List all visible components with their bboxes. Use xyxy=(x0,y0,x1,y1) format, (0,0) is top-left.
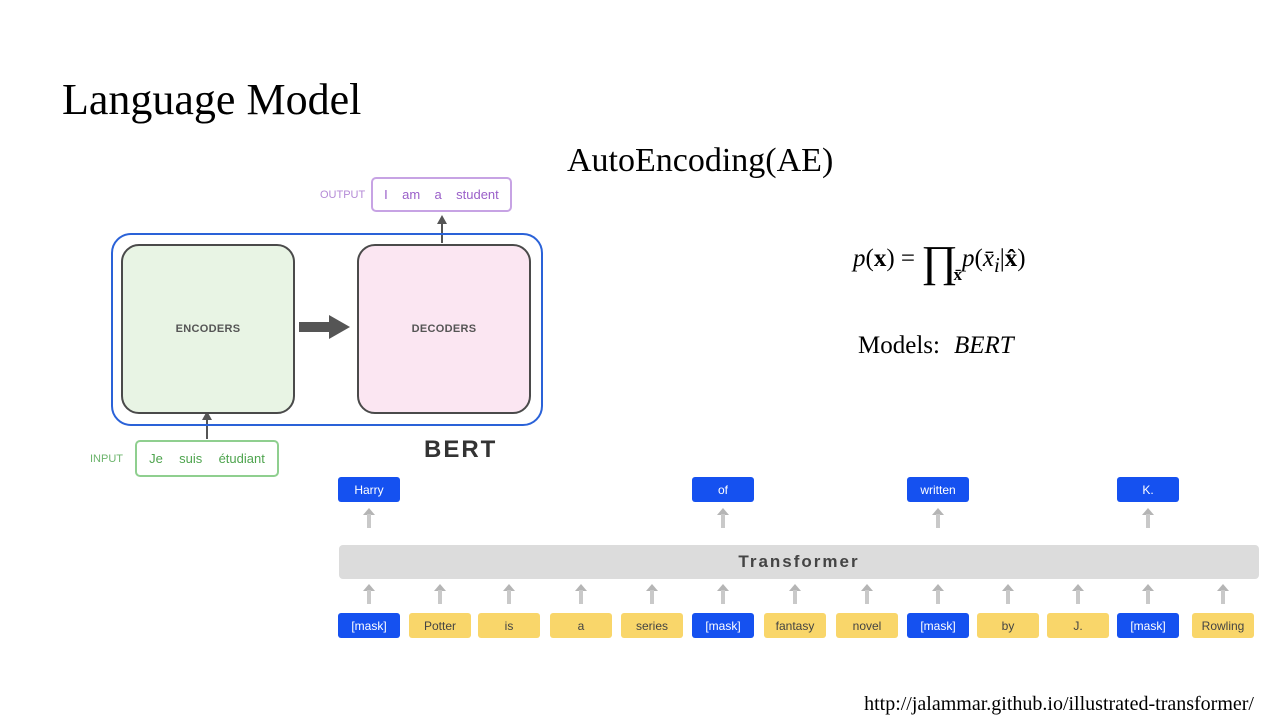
token-up-arrow xyxy=(861,584,873,604)
product-symbol: ∏ xyxy=(921,237,958,286)
formula-x: x xyxy=(873,245,887,272)
token-up-arrow xyxy=(363,584,375,604)
enc-dec-arrowhead xyxy=(329,315,350,339)
input-token: novel xyxy=(836,613,898,638)
output-arrowhead xyxy=(437,215,447,224)
output-word: I xyxy=(384,187,388,202)
enc-dec-arrow-shaft xyxy=(299,322,331,332)
input-label: INPUT xyxy=(90,453,123,465)
output-box: I am a student xyxy=(371,177,512,212)
token-up-arrow xyxy=(1072,584,1084,604)
prediction-up-arrow xyxy=(932,508,944,528)
predicted-token: K. xyxy=(1117,477,1179,502)
token-up-arrow xyxy=(1002,584,1014,604)
input-token: Potter xyxy=(409,613,471,638)
input-arrowhead xyxy=(202,411,212,420)
input-token: Rowling xyxy=(1192,613,1254,638)
masked-token: [mask] xyxy=(907,613,969,638)
formula-p2: p xyxy=(962,245,975,272)
token-up-arrow xyxy=(717,584,729,604)
formula-xi: x̄i xyxy=(982,245,1000,277)
prediction-up-arrow xyxy=(363,508,375,528)
input-token: fantasy xyxy=(764,613,826,638)
prediction-up-arrow xyxy=(717,508,729,528)
input-token: a xyxy=(550,613,612,638)
output-word: student xyxy=(456,187,499,202)
input-word: étudiant xyxy=(218,451,265,466)
masked-token: [mask] xyxy=(692,613,754,638)
formula-xhat: x̂ xyxy=(1004,245,1018,272)
output-word: a xyxy=(434,187,442,202)
decoders-block: DECODERS xyxy=(357,244,531,414)
formula-p: p xyxy=(853,245,866,272)
prediction-up-arrow xyxy=(1142,508,1154,528)
input-word: suis xyxy=(179,451,203,466)
output-word: am xyxy=(402,187,421,202)
token-up-arrow xyxy=(434,584,446,604)
token-up-arrow xyxy=(789,584,801,604)
source-credit: http://jalammar.github.io/illustrated-tr… xyxy=(864,693,1254,715)
input-token: is xyxy=(478,613,540,638)
predicted-token: of xyxy=(692,477,754,502)
masked-token: [mask] xyxy=(338,613,400,638)
token-up-arrow xyxy=(575,584,587,604)
output-label: OUTPUT xyxy=(320,189,366,201)
slide-title: Language Model xyxy=(62,75,362,124)
token-up-arrow xyxy=(932,584,944,604)
predicted-token: written xyxy=(907,477,969,502)
encoders-block: ENCODERS xyxy=(121,244,295,414)
token-up-arrow xyxy=(1217,584,1229,604)
formula-equals: = xyxy=(900,245,916,272)
token-up-arrow xyxy=(1142,584,1154,604)
input-token: series xyxy=(621,613,683,638)
models-value: BERT xyxy=(953,332,1014,359)
token-up-arrow xyxy=(503,584,515,604)
input-word: Je xyxy=(149,451,163,466)
models-line: Models: BERT xyxy=(858,332,1014,360)
formula-sub: x̄ xyxy=(953,265,963,284)
predicted-token: Harry xyxy=(338,477,400,502)
models-label: Models: xyxy=(858,332,940,359)
input-token: J. xyxy=(1047,613,1109,638)
bert-model-frame xyxy=(111,233,543,426)
input-token: by xyxy=(977,613,1039,638)
token-up-arrow xyxy=(646,584,658,604)
slide-subtitle: AutoEncoding(AE) xyxy=(567,142,834,179)
bert-label: BERT xyxy=(424,436,498,463)
transformer-bar: Transformer xyxy=(339,545,1259,579)
ae-formula: p(x) = ∏x̄p(x̄i|x̂) xyxy=(853,237,1026,286)
input-box: Je suis étudiant xyxy=(135,440,279,477)
masked-token: [mask] xyxy=(1117,613,1179,638)
